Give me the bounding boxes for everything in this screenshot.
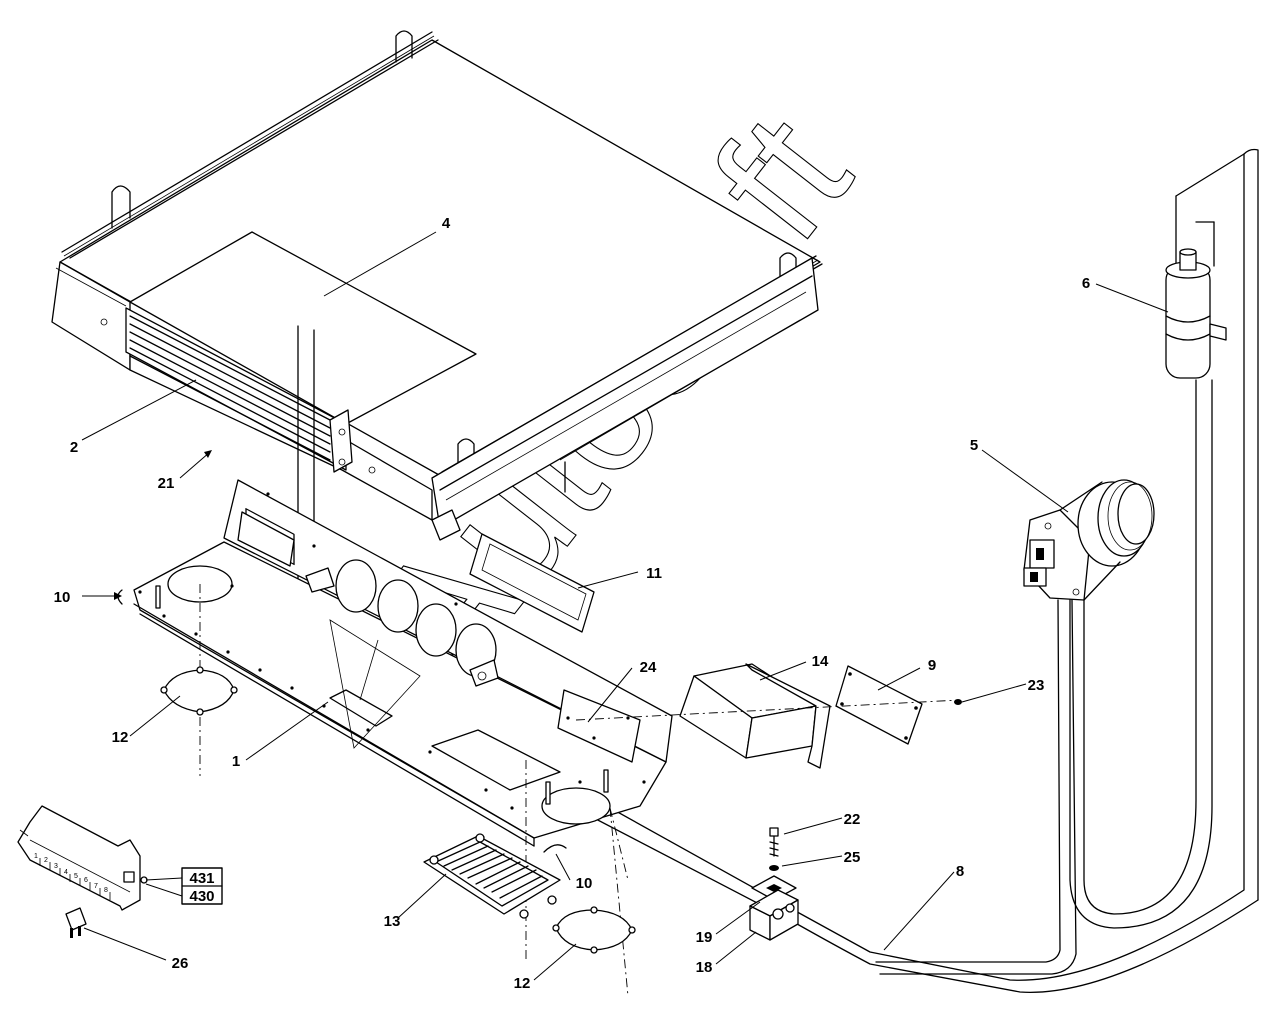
blower-housing-top	[129, 231, 477, 425]
ref-431: 431	[189, 870, 214, 887]
fuse-number: 7	[94, 883, 98, 890]
fuse-slots	[39, 858, 111, 900]
receiver-drier	[1165, 248, 1227, 379]
hose-8	[559, 153, 1245, 981]
lifting-hook	[457, 438, 475, 469]
label-21: 21	[158, 475, 175, 492]
roof-evaporator-unit	[51, 30, 823, 541]
air-duct	[679, 663, 831, 769]
filter-grille	[423, 833, 561, 919]
gasket-upper	[160, 666, 238, 716]
label-6: 6	[1082, 275, 1090, 292]
label-23: 23	[1028, 677, 1045, 694]
label-1: 1	[232, 753, 240, 770]
lifting-hook	[395, 30, 413, 63]
gasket-lower	[552, 906, 636, 954]
label-26: 26	[172, 955, 189, 972]
label-8: 8	[956, 863, 964, 880]
label-10-lower: 10	[576, 875, 593, 892]
label-11: 11	[646, 565, 662, 582]
label-10-left: 10	[54, 589, 71, 606]
compressor	[1023, 479, 1155, 601]
label-12-upper: 12	[112, 729, 129, 746]
label-19: 19	[696, 929, 713, 946]
reference-box: 431 430	[145, 867, 223, 905]
label-5: 5	[970, 437, 978, 454]
label-22: 22	[844, 811, 861, 828]
grille-bars	[443, 845, 543, 899]
clip-lower	[543, 844, 567, 853]
label-13: 13	[384, 913, 401, 930]
valve-block	[749, 827, 799, 941]
grille-frame	[469, 533, 595, 633]
label-2: 2	[70, 439, 78, 456]
blower-louvres	[129, 315, 331, 461]
panel-holes	[138, 492, 646, 810]
evaporator-end-duct	[431, 257, 819, 529]
lifting-hook	[779, 252, 797, 287]
lifting-hook	[111, 185, 131, 229]
part-labels: 2 4 21 5 6 10 11 24 14 9 23 12 1 22 25 8…	[54, 215, 1091, 992]
blower-housing-face	[125, 307, 347, 471]
label-24: 24	[640, 659, 657, 676]
fuse-number: 1	[34, 853, 38, 860]
control-panel	[133, 479, 673, 847]
fuse-box: 1 2 3 4 5 6 7 8	[17, 805, 148, 911]
label-12-lower: 12	[514, 975, 531, 992]
fuse	[65, 907, 87, 938]
label-4: 4	[442, 215, 451, 232]
label-18: 18	[696, 959, 713, 976]
fuse-number: 4	[64, 869, 68, 876]
label-14: 14	[812, 653, 829, 670]
label-9: 9	[928, 657, 936, 674]
fuse-number: 2	[44, 857, 48, 864]
fuse-number: 3	[54, 863, 58, 870]
cover-plate	[835, 665, 923, 745]
fuse-number: 8	[104, 887, 108, 894]
ref-430: 430	[189, 888, 214, 905]
fuse-number: 5	[74, 873, 78, 880]
leader-lines	[81, 231, 1169, 981]
label-25: 25	[844, 849, 861, 866]
fuse-number: 6	[84, 877, 88, 884]
